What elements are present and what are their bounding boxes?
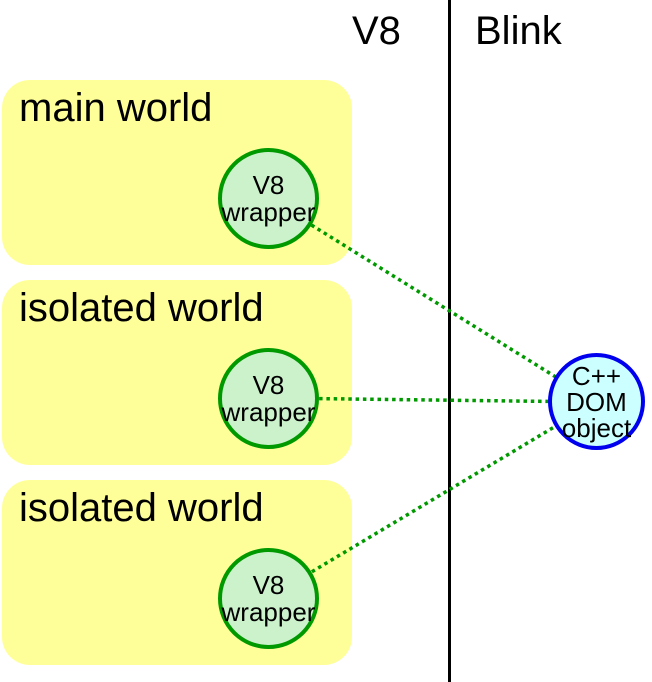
link-isolated-world-2-wrapper-to-dom xyxy=(267,400,597,600)
dom-object-label-line2: DOM xyxy=(566,386,627,417)
v8-wrapper-label-line1: V8 xyxy=(252,569,285,600)
blink-region-label: Blink xyxy=(475,9,562,53)
v8-wrapper-label-line2: wrapper xyxy=(221,196,316,227)
main-world-label: main world xyxy=(19,86,213,130)
link-isolated-world-1-wrapper-to-dom xyxy=(267,396,597,404)
v8-wrapper-circle-main-world: V8 wrapper xyxy=(218,148,319,249)
dom-object-label-line1: C++ xyxy=(571,360,622,391)
link-main-world-wrapper-to-dom xyxy=(267,196,597,404)
v8-wrapper-label-line1: V8 xyxy=(252,369,285,400)
v8-wrapper-circle-isolated-world-1: V8 wrapper xyxy=(218,348,319,449)
isolated-world-label-1: isolated world xyxy=(19,286,264,330)
v8-wrapper-circle-isolated-world-2: V8 wrapper xyxy=(218,548,319,649)
cpp-dom-object-circle: C++ DOM object xyxy=(548,353,645,450)
v8-wrapper-label-line2: wrapper xyxy=(221,396,316,427)
dom-object-label-line3: object xyxy=(561,412,632,443)
isolated-world-label-2: isolated world xyxy=(19,486,264,530)
v8-wrapper-label-line1: V8 xyxy=(252,169,285,200)
v8-blink-divider-line xyxy=(448,0,451,682)
v8-wrapper-label-line2: wrapper xyxy=(221,596,316,627)
v8-region-label: V8 xyxy=(352,9,401,53)
